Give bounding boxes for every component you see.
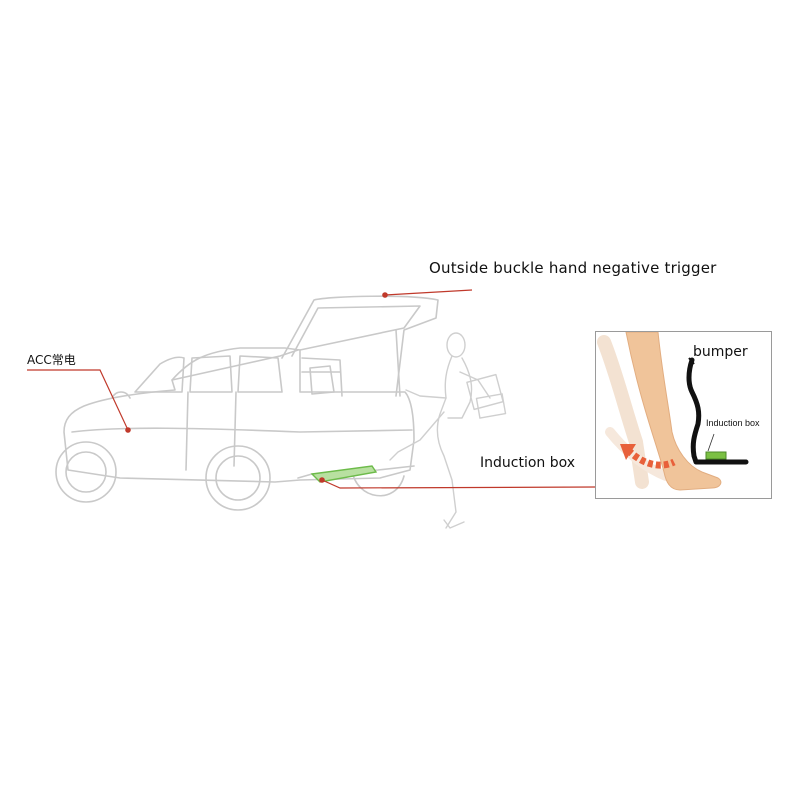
label-inset-induction-box: Induction box [706,418,760,428]
leader-acc [27,369,129,431]
label-bumper: bumper [693,344,748,360]
bumper-profile [686,357,749,465]
motion-arrow-icon [625,447,676,469]
car-body-outline [63,347,415,483]
induction-box-sensor [310,465,378,483]
rear-wheel [205,445,271,511]
leader-trigger [384,289,473,296]
label-acc: ACC常电 [27,353,76,367]
leg-kick-icon [625,332,722,491]
tailgate-outline [281,295,439,397]
front-wheel [55,441,117,503]
label-outside-trigger: Outside buckle hand negative trigger [429,259,717,277]
inset-sensor [705,451,727,460]
woman-figure [389,332,507,529]
car-window-mid [189,355,233,393]
inset-detail: bumper Induction box [595,331,772,499]
car-window-rear [237,355,283,393]
car-window-front [134,356,185,393]
inset-drawing [597,332,749,491]
leader-induction [321,479,597,489]
label-induction-box: Induction box [480,455,576,471]
